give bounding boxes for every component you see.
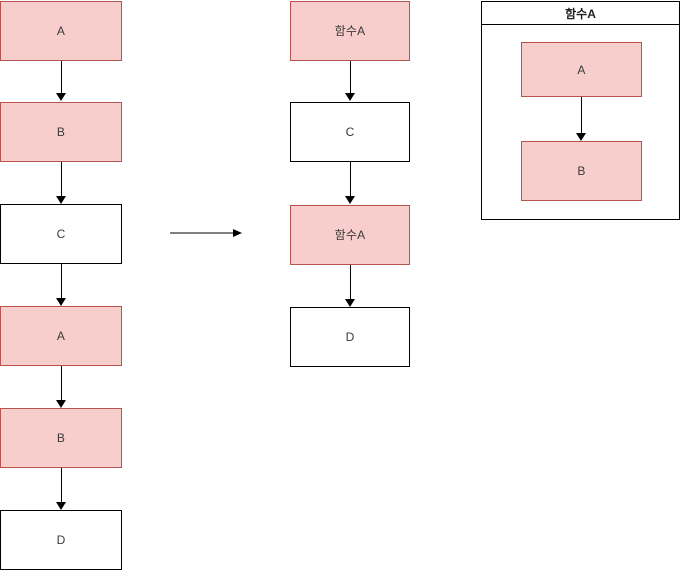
function-definition-panel[interactable]: 함수A A B — [481, 1, 680, 220]
flow-node-label: 함수A — [334, 24, 366, 38]
flow-node-a-1[interactable]: A — [0, 1, 122, 61]
flow-node-label: B — [56, 125, 66, 139]
refactor-arrow-line — [170, 232, 233, 234]
connector-arrowhead-icon — [56, 196, 66, 204]
connector-arrowhead-icon — [56, 298, 66, 306]
connector-line — [581, 97, 582, 133]
refactor-arrow-head-icon — [233, 229, 242, 237]
flow-node-c-2[interactable]: C — [290, 102, 410, 162]
flow-node-d-2[interactable]: D — [290, 307, 410, 367]
connector-line — [61, 366, 62, 400]
function-definition-title-label: 함수A — [565, 6, 596, 21]
flow-node-label: C — [56, 227, 66, 241]
connector-line — [350, 265, 351, 299]
flow-node-label: D — [345, 330, 355, 344]
flow-node-label: 함수A — [334, 228, 366, 242]
connector-arrowhead-icon — [345, 93, 355, 101]
connector-line — [350, 61, 351, 93]
connector-line — [61, 162, 62, 196]
flow-node-label: A — [56, 24, 66, 38]
flow-node-label: A — [56, 329, 66, 343]
function-definition-title: 함수A — [482, 2, 679, 25]
connector-line — [350, 162, 351, 196]
connector-line — [61, 61, 62, 93]
flow-node-label: A — [577, 62, 586, 77]
flow-node-function-a-2[interactable]: 함수A — [290, 205, 410, 265]
flow-node-a-2[interactable]: A — [0, 306, 122, 366]
flow-node-c-1[interactable]: C — [0, 204, 122, 264]
flow-node-label: B — [56, 431, 66, 445]
flow-node-b-2[interactable]: B — [0, 408, 122, 468]
connector-line — [61, 264, 62, 298]
flow-node-b-1[interactable]: B — [0, 102, 122, 162]
function-body-node-a[interactable]: A — [521, 42, 642, 97]
connector-arrowhead-icon — [345, 196, 355, 204]
flow-node-d-1[interactable]: D — [0, 510, 122, 570]
function-definition-body: A B — [482, 25, 679, 219]
flow-node-label: C — [345, 125, 355, 139]
flow-node-function-a-1[interactable]: 함수A — [290, 1, 410, 61]
flow-node-label: B — [577, 164, 586, 178]
connector-arrowhead-icon — [345, 299, 355, 307]
flow-node-label: D — [56, 533, 66, 547]
connector-arrowhead-icon — [56, 93, 66, 101]
connector-arrowhead-icon — [56, 502, 66, 510]
connector-arrowhead-icon — [576, 133, 586, 141]
function-body-node-b[interactable]: B — [521, 141, 642, 201]
connector-arrowhead-icon — [56, 400, 66, 408]
connector-line — [61, 468, 62, 502]
refactor-arrow — [170, 229, 242, 237]
